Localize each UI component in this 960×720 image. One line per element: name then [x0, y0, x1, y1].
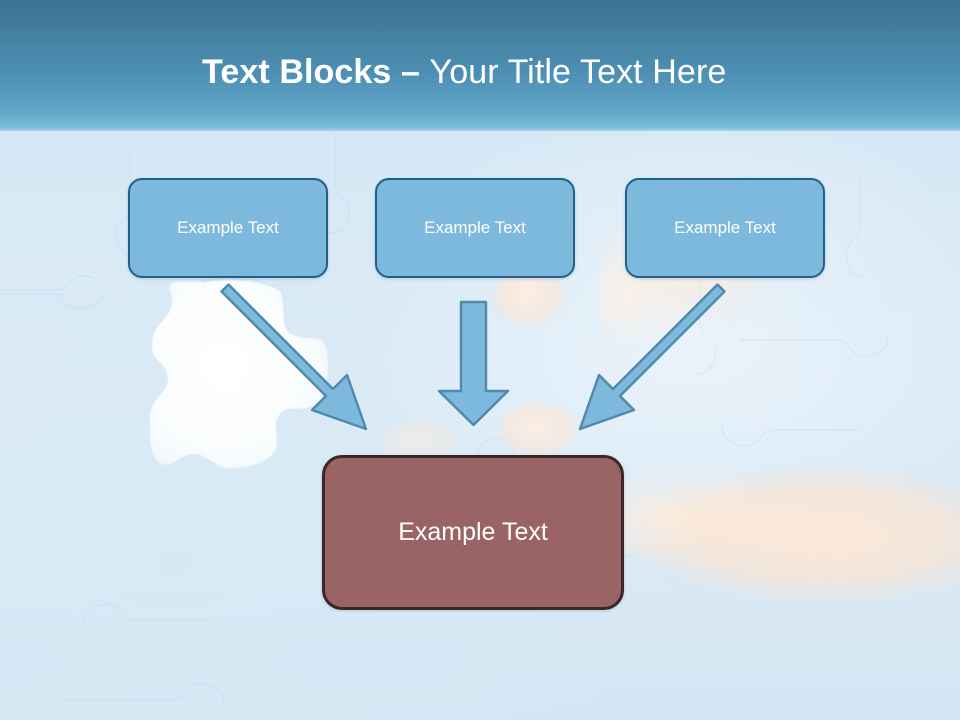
text-block-3-label: Example Text — [674, 218, 776, 237]
text-block-1-label: Example Text — [177, 218, 279, 237]
text-block-1[interactable]: Example Text — [128, 178, 328, 278]
hand-arm-image — [560, 420, 960, 670]
text-block-2-label: Example Text — [424, 218, 526, 237]
finger-shape-icon — [500, 404, 578, 456]
text-block-3[interactable]: Example Text — [625, 178, 825, 278]
empty-puzzle-slot-icon — [150, 278, 328, 468]
text-block-2[interactable]: Example Text — [375, 178, 575, 278]
page-title: Text Blocks – Your Title Text Here — [202, 52, 726, 92]
title-light-part: Your Title Text Here — [429, 53, 727, 91]
result-text-block[interactable]: Example Text — [322, 455, 624, 610]
title-bold-part: Text Blocks — [202, 53, 401, 91]
title-band — [0, 0, 960, 131]
result-text-block-label: Example Text — [398, 518, 548, 546]
title-separator: – — [400, 53, 430, 91]
